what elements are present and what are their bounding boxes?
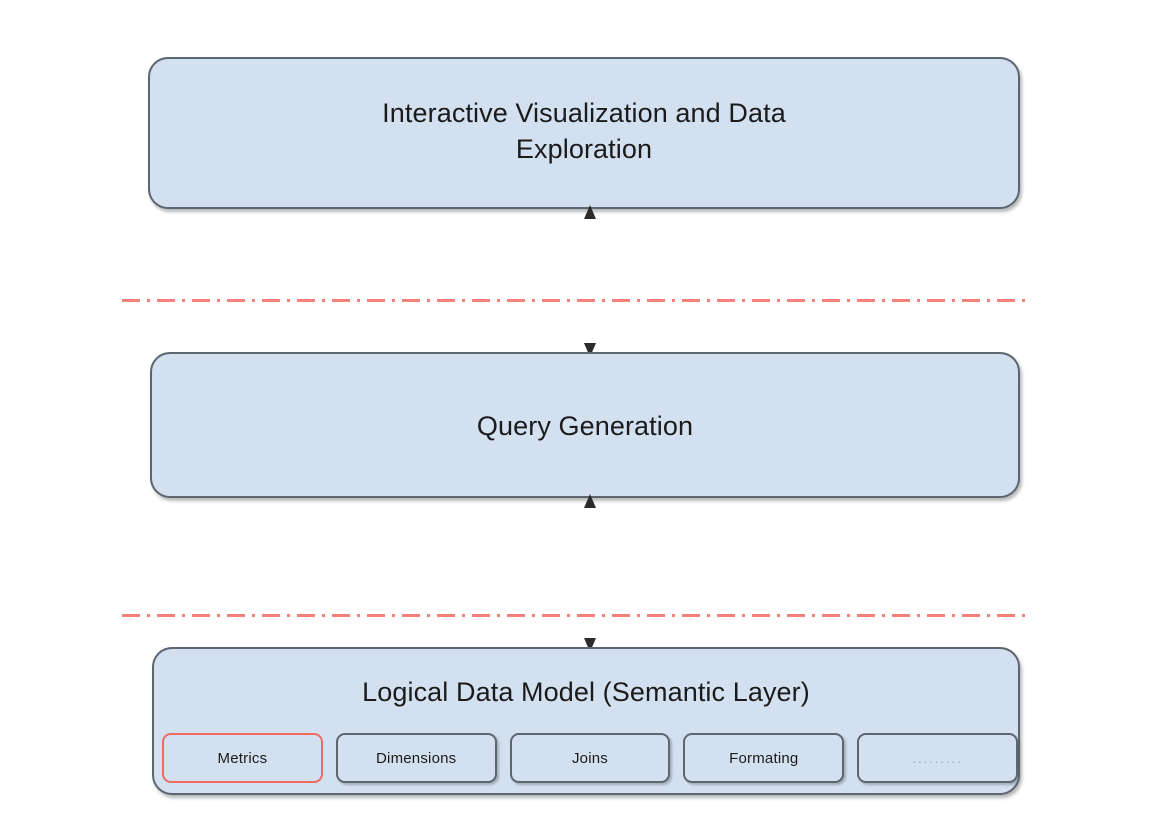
layer-title-semantic: Logical Data Model (Semantic Layer) (362, 677, 810, 707)
dash-dot-line-icon (122, 614, 1030, 617)
connector-query-semantic (560, 494, 620, 652)
double-headed-arrow-icon (584, 205, 596, 357)
semantic-component-more[interactable]: ......... (857, 733, 1018, 783)
semantic-component-joins[interactable]: Joins (509, 733, 671, 783)
double-headed-arrow-icon (584, 494, 596, 652)
boundary-line-top (122, 289, 1030, 302)
semantic-component-label: Joins (571, 749, 608, 767)
layer-title-visualization: Interactive Visualization and Data Explo… (382, 98, 786, 164)
boundary-line-bottom (122, 604, 1030, 617)
semantic-component-dimensions[interactable]: Dimensions (335, 733, 497, 783)
layer-box-query-generation[interactable]: Query Generation (150, 352, 1020, 498)
layer-box-semantic[interactable]: Logical Data Model (Semantic Layer) Metr… (152, 647, 1020, 795)
semantic-component-label: Formating (729, 749, 799, 767)
dash-dot-line-icon (122, 299, 1030, 302)
layer-title-query-generation: Query Generation (476, 411, 694, 441)
connector-visualization-query (560, 205, 620, 357)
semantic-component-metrics[interactable]: Metrics (162, 733, 323, 783)
semantic-component-label: Metrics (217, 749, 268, 767)
semantic-component-row: Metrics Dimensions Joins Formating .....… (162, 732, 1018, 784)
layer-box-visualization[interactable]: Interactive Visualization and Data Explo… (148, 57, 1020, 209)
semantic-component-label: Dimensions (376, 749, 457, 767)
semantic-component-formating[interactable]: Formating (683, 733, 845, 783)
semantic-component-label: ......... (912, 750, 963, 766)
